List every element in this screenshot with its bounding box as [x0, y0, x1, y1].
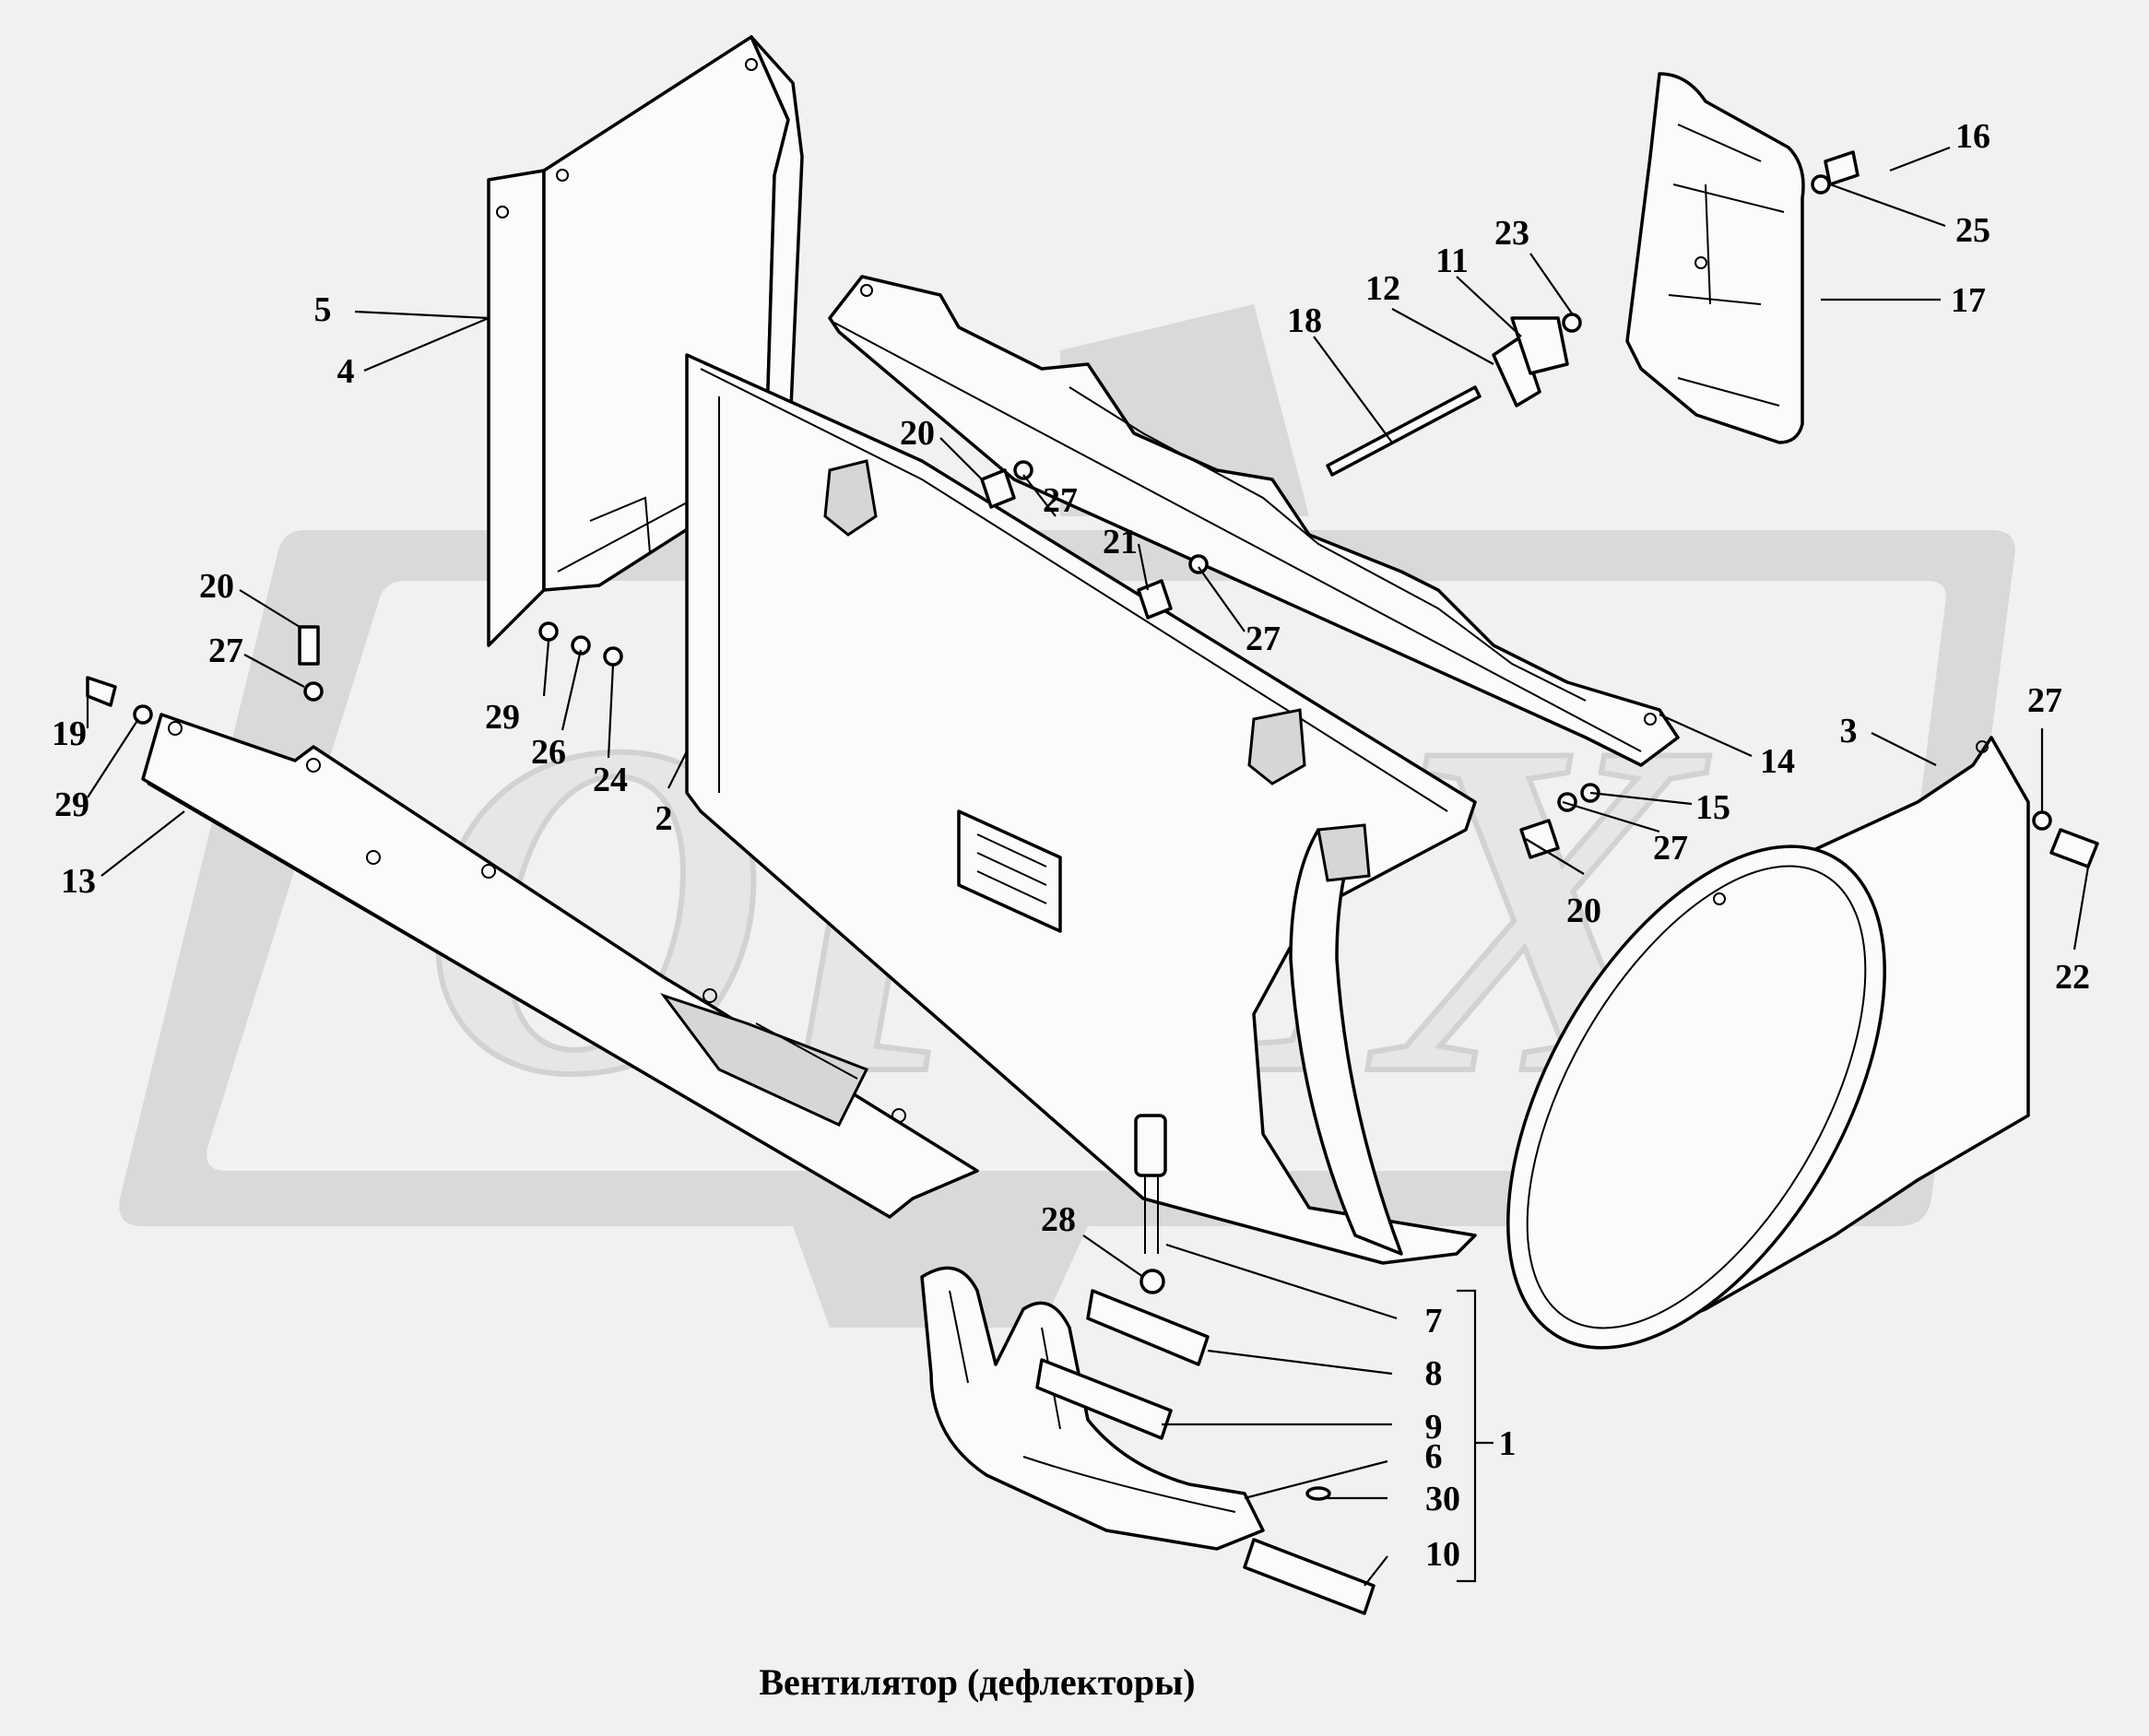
callout-16: 16 — [1955, 117, 1990, 156]
callout-30: 30 — [1425, 1480, 1460, 1518]
callout-21: 21 — [1103, 523, 1138, 561]
callout-10: 10 — [1425, 1535, 1460, 1574]
callout-27-middle: 27 — [1246, 620, 1281, 658]
leader-lines — [86, 146, 2090, 1587]
callout-3: 3 — [1840, 712, 1858, 750]
callout-9: 9 — [1425, 1408, 1443, 1447]
callout-27-right: 27 — [1653, 829, 1688, 868]
callout-23: 23 — [1494, 214, 1529, 253]
parts-drawing — [86, 35, 2099, 1615]
callout-15: 15 — [1695, 788, 1730, 827]
callout-20-upper: 20 — [900, 414, 935, 453]
callout-26: 26 — [531, 733, 566, 772]
callout-5: 5 — [314, 290, 332, 329]
callout-12: 12 — [1365, 269, 1400, 308]
callout-24: 24 — [593, 761, 628, 799]
callout-2: 2 — [655, 799, 673, 838]
callout-14: 14 — [1760, 742, 1795, 781]
callout-27-upper: 27 — [1043, 481, 1078, 520]
callout-13: 13 — [61, 862, 96, 901]
callout-1: 1 — [1499, 1424, 1517, 1463]
callout-4: 4 — [337, 352, 355, 391]
callout-29-left: 29 — [54, 785, 89, 824]
callout-19: 19 — [52, 714, 87, 753]
callout-11: 11 — [1435, 242, 1469, 280]
callout-6: 6 — [1425, 1437, 1443, 1476]
callout-8: 8 — [1425, 1354, 1443, 1393]
callout-20-left: 20 — [199, 567, 234, 606]
lower-left-bar — [141, 713, 979, 1219]
callout-20-right: 20 — [1566, 892, 1601, 930]
group-1-bracket — [1457, 1289, 1494, 1583]
callout-28: 28 — [1041, 1200, 1076, 1239]
central-housing — [685, 353, 1477, 1265]
callout-27-left: 27 — [208, 632, 243, 670]
callout-labels: 5 4 18 12 11 23 16 25 17 20 27 21 27 20 … — [52, 117, 2090, 1574]
right-ring-housing — [1506, 736, 2030, 1350]
callout-18: 18 — [1287, 301, 1322, 340]
callout-17: 17 — [1951, 281, 1986, 320]
callout-22: 22 — [2055, 958, 2090, 997]
watermark-frame — [119, 530, 2015, 1226]
lower-bracket — [920, 1266, 1265, 1551]
upper-right-plate — [1625, 72, 1805, 444]
callout-25: 25 — [1955, 211, 1990, 250]
diagram-caption: Вентилятор (дефлекторы) — [759, 1661, 1195, 1703]
upper-rail — [828, 275, 1680, 767]
callout-7: 7 — [1425, 1302, 1443, 1340]
callout-27-far-right: 27 — [2027, 681, 2062, 720]
callout-29-center: 29 — [485, 698, 520, 737]
